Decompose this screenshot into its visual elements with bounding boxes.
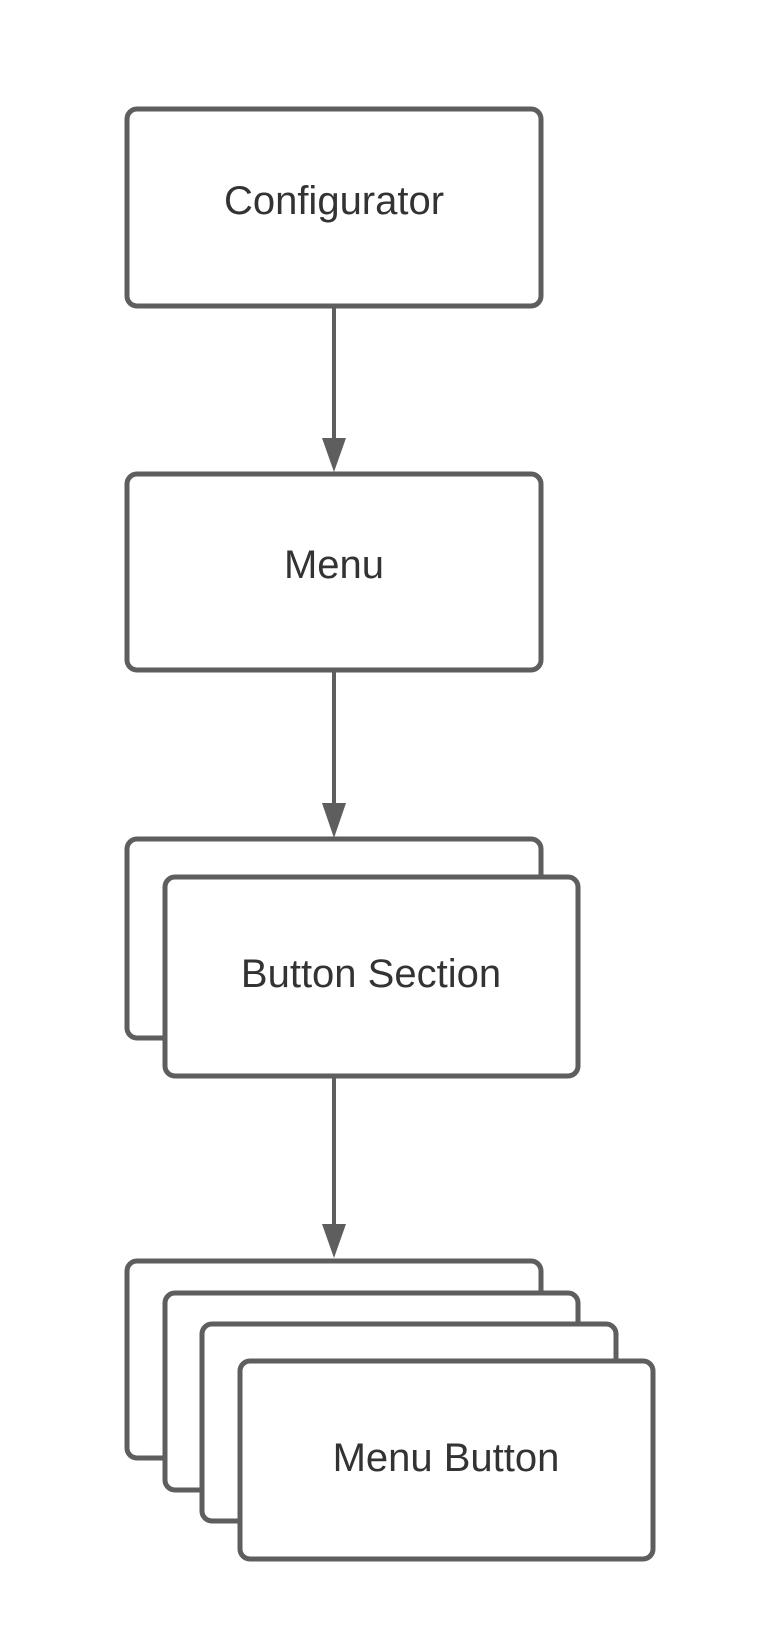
button-section-label: Button Section [241,952,501,996]
menu-button-box [237,1358,656,1562]
edge-menu-to-button-section [322,670,346,838]
menu-button-label: Menu Button [333,1436,560,1480]
node-menu: Menu [124,471,544,673]
menu-label: Menu [284,543,384,587]
node-menu-button: Menu Button [124,1258,656,1562]
node-button-section: Button Section [124,836,581,1079]
edge-configurator-to-menu [322,306,346,472]
node-configurator: Configurator [124,106,544,309]
button-section-box [162,874,581,1079]
arrowhead [322,803,346,838]
arrowhead [322,1224,346,1258]
edge-button-section-to-menu-button [322,1076,346,1258]
arrowhead [322,438,346,472]
configurator-label: Configurator [224,179,444,223]
